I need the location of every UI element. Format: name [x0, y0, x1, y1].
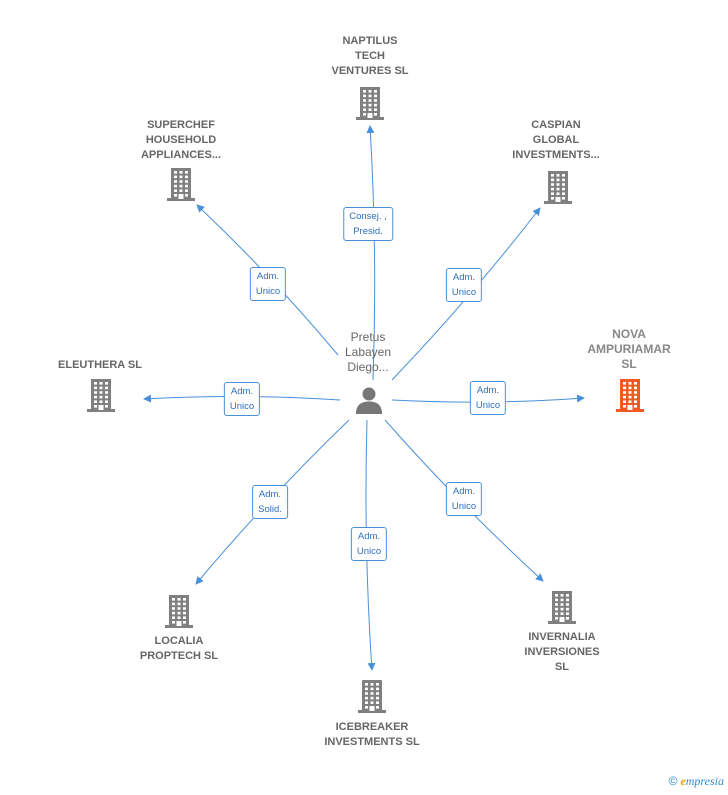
- company-label-localia[interactable]: LOCALIA PROPTECH SL: [139, 635, 219, 662]
- role-badge-caspian: Adm. Unico: [445, 268, 483, 302]
- company-label-invernalia[interactable]: INVERNALIA INVERSIONES SL: [524, 631, 600, 673]
- company-label-eleuthera[interactable]: ELEUTHERA SL: [58, 359, 142, 371]
- company-label-superchef[interactable]: SUPERCHEF HOUSEHOLD APPLIANCES...: [140, 119, 222, 161]
- building-icon: [167, 168, 195, 201]
- building-icon: [616, 379, 644, 412]
- company-node-naptilus[interactable]: [354, 86, 386, 125]
- role-badge-eleuthera: Adm. Unico: [223, 382, 261, 416]
- company-label-naptilus[interactable]: NAPTILUS TECH VENTURES SL: [331, 35, 409, 77]
- role-badge-icebreaker: Adm. Unico: [350, 527, 388, 561]
- company-node-icebreaker[interactable]: [356, 679, 388, 718]
- company-label-nova[interactable]: NOVA AMPURIAMAR SL: [587, 327, 671, 371]
- company-node-eleuthera[interactable]: [85, 378, 117, 417]
- building-icon: [358, 680, 386, 713]
- building-icon: [544, 171, 572, 204]
- company-node-localia[interactable]: [163, 594, 195, 633]
- role-badge-nova: Adm. Unico: [469, 381, 507, 415]
- copyright-icon: ©: [668, 774, 678, 788]
- building-icon: [548, 591, 576, 624]
- role-badge-naptilus: Consej. , Presid.: [343, 207, 393, 241]
- company-node-superchef[interactable]: [165, 167, 197, 206]
- role-badge-localia: Adm. Solid.: [252, 485, 288, 519]
- company-label-caspian[interactable]: CASPIAN GLOBAL INVESTMENTS...: [512, 119, 600, 161]
- company-node-nova[interactable]: [614, 378, 646, 417]
- brand-name: mpresia: [685, 774, 724, 788]
- building-icon: [165, 595, 193, 628]
- footer-brand: © empresia: [669, 774, 724, 789]
- company-node-caspian[interactable]: [542, 170, 574, 209]
- role-badge-superchef: Adm. Unico: [249, 267, 287, 301]
- person-icon[interactable]: [354, 385, 384, 415]
- role-badge-invernalia: Adm. Unico: [445, 482, 483, 516]
- building-icon: [356, 87, 384, 120]
- company-node-invernalia[interactable]: [546, 590, 578, 629]
- edge-naptilus: [366, 125, 376, 381]
- building-icon: [87, 379, 115, 412]
- company-label-icebreaker[interactable]: ICEBREAKER INVESTMENTS SL: [324, 721, 420, 748]
- brand-initial: e: [680, 774, 686, 788]
- person-name[interactable]: Pretus Labayen Diego...: [344, 330, 392, 374]
